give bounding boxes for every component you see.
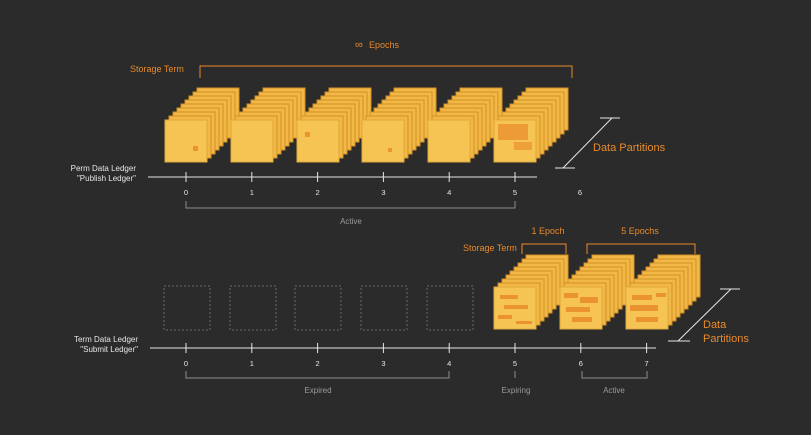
partition-fill [580,297,598,303]
bottom-epoch-1-label: 1 Epoch [531,226,564,236]
partition-layer [361,119,405,163]
top-partition-stack [230,87,306,163]
partition-fill [656,293,666,297]
partition-fill [504,305,528,309]
top-partitions-label: Data Partitions [593,142,666,154]
partition-layer [427,119,471,163]
expired-slot [229,285,277,331]
bottom-ledger-alias: "Submit Ledger" [80,345,138,354]
top-storage-term-bracket [199,65,573,78]
bottom-partition-stack [625,254,701,330]
partition-fill [566,307,590,312]
bottom-tick-label: 3 [381,359,385,368]
top-tick-label: 3 [381,188,385,197]
top-active-bracket [185,201,516,209]
partition-layer [230,119,274,163]
bottom-tick-label: 7 [645,359,649,368]
partition-fill [388,148,392,152]
top-partition-stack [493,87,569,163]
bottom-tick-label: 1 [250,359,254,368]
bottom-tick-label: 6 [579,359,583,368]
bottom-partition-stack [493,254,569,330]
top-partition-stack [296,87,372,163]
top-tick-label: 0 [184,188,188,197]
partition-fill [630,305,658,311]
partition-fill [500,295,518,299]
partition-fill [636,317,658,322]
bottom-partitions-label-line1: Data [703,319,727,331]
top-storage-term-label: Storage Term [130,64,184,74]
bottom-epoch-1-bracket [521,243,567,254]
partition-fill [572,317,592,322]
top-tick-label: 1 [250,188,254,197]
bottom-partitions-marker [668,288,740,342]
bottom-expired-label: Expired [304,386,331,395]
bottom-active-label: Active [603,386,625,395]
bottom-timeline-ticks: 0 1 2 3 4 5 6 7 [184,343,649,368]
top-partitions-marker [555,117,620,169]
expired-slots [163,285,474,331]
bottom-ledger-name: Term Data Ledger [74,335,138,344]
top-ledger-name: Perm Data Ledger [71,164,137,173]
top-epochs-label: Epochs [369,40,400,50]
top-partition-stack [427,87,503,163]
bottom-epoch-5-label: 5 Epochs [621,226,659,236]
expired-slot [163,285,211,331]
partition-fill [193,146,198,151]
partition-fill [514,142,532,150]
partition-fill [516,321,532,324]
top-tick-label: 4 [447,188,451,197]
bottom-partition-stacks [493,254,701,330]
top-partition-stack [361,87,437,163]
top-timeline-ticks: 0 1 2 3 4 5 6 [184,172,582,197]
bottom-tick-label: 0 [184,359,188,368]
bottom-storage-term-label: Storage Term [463,243,517,253]
bottom-active-bracket [581,371,648,379]
infinity-symbol: ∞ [355,39,363,51]
partition-layer [296,119,340,163]
partition-fill [305,132,310,137]
partition-fill [564,293,578,298]
top-tick-label: 6 [578,188,582,197]
partition-fill [498,315,512,319]
expired-slot [294,285,342,331]
expired-slot [426,285,474,331]
top-partition-stack [164,87,240,163]
bottom-tick-label: 4 [447,359,451,368]
bottom-partition-stack [559,254,635,330]
partition-layer [164,119,208,163]
partition-fill [498,124,528,140]
bottom-epoch-5-bracket [586,243,696,254]
partition-fill [632,295,652,300]
expired-slot [360,285,408,331]
top-active-label: Active [340,217,362,226]
top-tick-label: 5 [513,188,517,197]
bottom-tick-label: 2 [316,359,320,368]
bottom-partitions-label-line2: Partitions [703,333,749,345]
bottom-tick-label: 5 [513,359,517,368]
top-tick-label: 2 [316,188,320,197]
bottom-expired-bracket [185,371,450,379]
bottom-expiring-label: Expiring [502,386,531,395]
top-partition-stacks [164,87,569,163]
top-ledger-alias: "Publish Ledger" [77,174,136,183]
